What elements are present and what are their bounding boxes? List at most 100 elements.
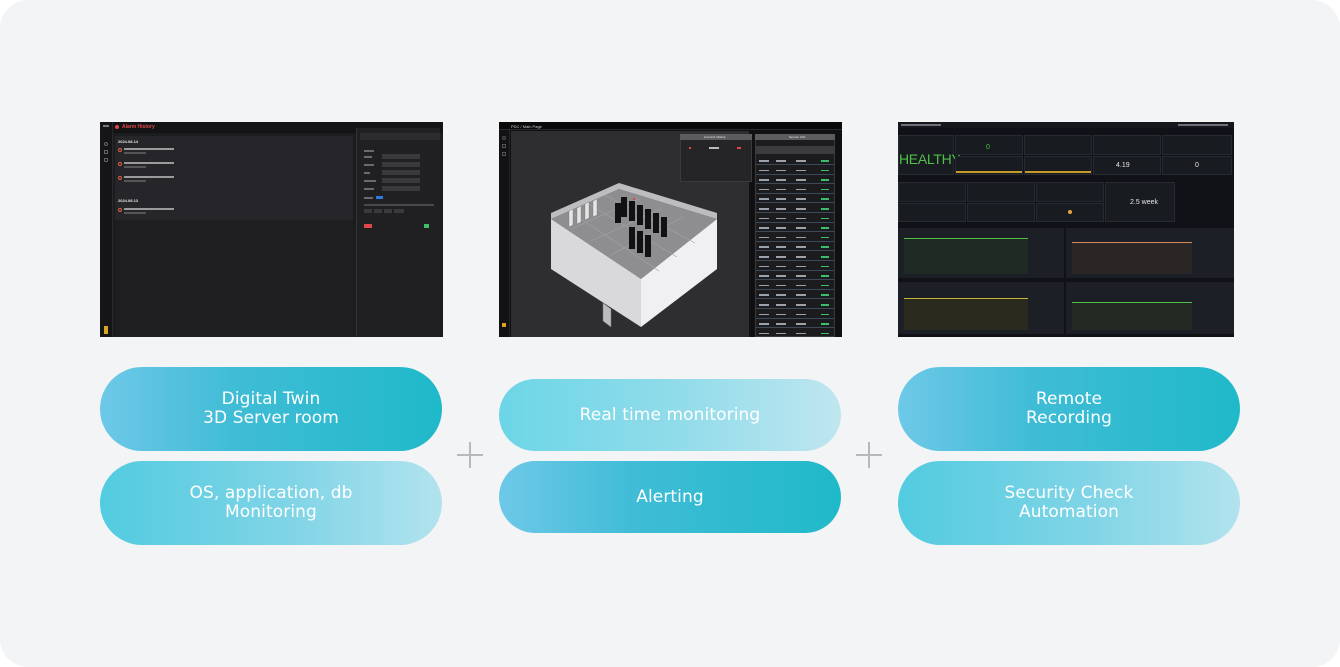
table-cell	[796, 236, 806, 239]
metric-panel	[898, 203, 966, 222]
table-cell	[759, 313, 769, 316]
add-button[interactable]	[376, 196, 383, 199]
select-field[interactable]	[384, 209, 392, 213]
server-table-row[interactable]	[756, 204, 834, 213]
alarm-date: 2024.08.14	[118, 139, 139, 144]
table-cell	[776, 217, 786, 220]
real-time-monitoring-pill[interactable]: Real time monitoring	[499, 379, 841, 451]
detail-field[interactable]	[382, 154, 420, 159]
table-cell	[759, 169, 769, 172]
status-ok	[821, 323, 829, 325]
select-field[interactable]	[364, 209, 372, 213]
alarm-entry[interactable]	[124, 148, 174, 150]
table-cell	[776, 265, 786, 268]
alarm-entry-sub	[124, 180, 146, 182]
status-ok	[821, 332, 829, 335]
table-cell	[759, 246, 769, 248]
status-ok	[821, 265, 829, 268]
field-label	[364, 150, 374, 152]
alerting-pill[interactable]: Alerting	[499, 461, 841, 533]
table-cell	[759, 304, 769, 306]
stat-bar	[956, 171, 1022, 173]
metric-panel	[1036, 182, 1104, 202]
detail-field[interactable]	[382, 162, 420, 167]
cpu-chart[interactable]	[898, 228, 1064, 278]
server-table-row[interactable]	[756, 252, 834, 261]
server-table-row[interactable]	[756, 233, 834, 242]
field-label	[364, 197, 373, 199]
server-table-row[interactable]	[756, 242, 834, 252]
table-cell	[776, 198, 786, 200]
select-field[interactable]	[394, 209, 404, 213]
alarm-entry[interactable]	[124, 176, 174, 178]
server-table-row[interactable]	[756, 194, 834, 204]
twin-title: PDC / Main Page	[511, 123, 542, 129]
table-cell	[759, 198, 769, 200]
alert-icon	[118, 176, 122, 180]
alarm-entry[interactable]	[124, 162, 174, 164]
status-ok	[821, 246, 829, 248]
table-cell	[796, 265, 806, 268]
disk-chart[interactable]	[898, 282, 1064, 334]
server-table-row[interactable]	[756, 319, 834, 329]
memory-chart[interactable]	[1066, 228, 1234, 278]
status-ok	[821, 236, 829, 239]
network-chart[interactable]	[1066, 282, 1234, 334]
detail-field[interactable]	[382, 178, 420, 183]
table-cell	[796, 294, 806, 296]
server-table-row[interactable]	[756, 175, 834, 185]
server-table-row[interactable]	[756, 281, 834, 290]
server-table-row[interactable]	[756, 214, 834, 223]
detail-field[interactable]	[382, 170, 420, 175]
table-cell	[776, 179, 786, 181]
table-cell	[796, 284, 806, 287]
status-ok	[821, 198, 829, 200]
table-cell	[776, 188, 786, 191]
metric-panel	[967, 203, 1035, 222]
alarm-entry[interactable]	[124, 208, 174, 210]
server-table-row[interactable]	[756, 271, 834, 281]
server-table-row[interactable]	[756, 329, 834, 337]
server-table-row[interactable]	[756, 166, 834, 175]
pill-line: Recording	[1026, 408, 1112, 428]
status-ok	[821, 169, 829, 172]
server-table-row[interactable]	[756, 290, 834, 300]
pill-line: Real time monitoring	[579, 404, 761, 425]
pill-line: OS, application, db	[189, 483, 353, 503]
server-table-row[interactable]	[756, 156, 834, 165]
alarm-entry-sub	[124, 212, 146, 214]
server-table-row[interactable]	[756, 310, 834, 319]
pill-line: Monitoring	[225, 502, 317, 522]
table-cell	[796, 332, 806, 335]
status-ok	[821, 160, 829, 162]
alarm-sidebar	[100, 122, 113, 337]
detail-field[interactable]	[382, 186, 420, 191]
table-cell	[759, 294, 769, 296]
delete-button[interactable]	[364, 224, 372, 228]
table-cell	[796, 160, 806, 162]
server-table-row[interactable]	[756, 223, 834, 233]
server-table-row[interactable]	[756, 262, 834, 271]
table-cell	[796, 217, 806, 220]
table-cell	[796, 246, 806, 248]
table-cell	[759, 160, 769, 162]
status-ok	[821, 179, 829, 181]
server-table-row[interactable]	[756, 300, 834, 309]
save-button[interactable]	[424, 224, 429, 228]
alarm-history-screenshot: Alarm History 2024.08.14 2024.08.13	[100, 122, 443, 337]
status-ok	[821, 284, 829, 287]
pill-line: Remote	[1035, 389, 1103, 409]
stat-panel	[1024, 156, 1092, 175]
select-field[interactable]	[374, 209, 382, 213]
table-cell	[776, 323, 786, 325]
alert-dot	[689, 147, 691, 149]
server-table-header	[755, 134, 835, 140]
stat-value: 0	[1195, 162, 1199, 169]
server-table-row[interactable]	[756, 185, 834, 194]
table-cell	[776, 332, 786, 335]
table-cell	[759, 284, 769, 287]
